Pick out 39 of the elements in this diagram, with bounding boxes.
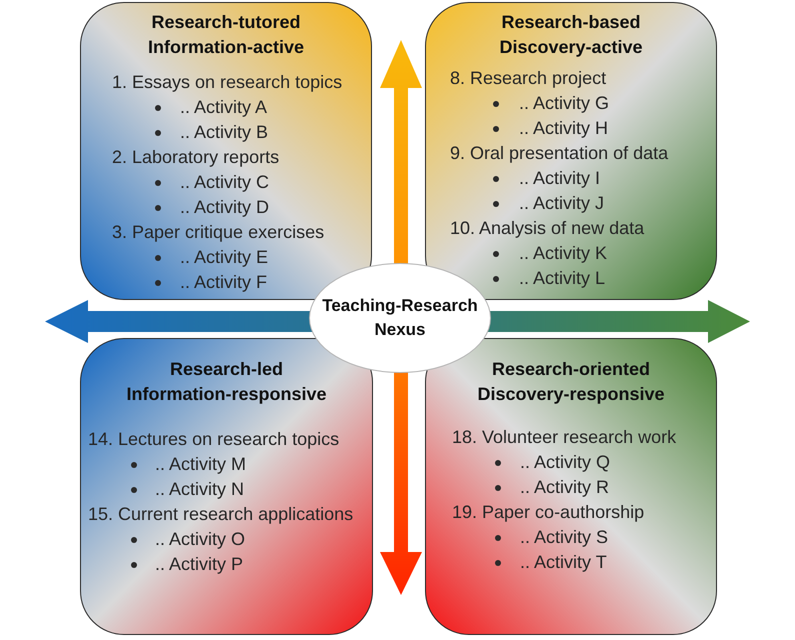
activity-item: .. Activity A (180, 96, 268, 119)
list-item: 8. Research project (450, 67, 606, 90)
activity-item: .. Activity H (519, 117, 608, 140)
activity-item: .. Activity E (180, 246, 268, 269)
quadrant-box (425, 338, 717, 635)
activity-item: .. Activity M (155, 453, 246, 476)
activity-item: .. Activity F (180, 271, 268, 294)
activity-item: .. Activity L (519, 267, 606, 290)
activity-item: .. Activity G (519, 92, 610, 115)
quadrant-heading: Research-led Information-responsive (126, 358, 327, 406)
list-item: 14. Lectures on research topics (88, 428, 340, 451)
activity-item: .. Activity S (520, 526, 608, 549)
activity-item: .. Activity T (520, 551, 607, 574)
list-item: 3. Paper critique exercises (112, 221, 324, 244)
list-item: 18. Volunteer research work (452, 426, 676, 449)
quadrant-heading: Research-based Discovery-active (499, 11, 643, 59)
activity-item: .. Activity K (519, 242, 608, 265)
quadrant-box (425, 2, 717, 300)
activity-item: .. Activity N (155, 478, 244, 501)
list-item: 10. Analysis of new data (450, 217, 644, 240)
activity-item: .. Activity O (155, 528, 246, 551)
activity-item: .. Activity J (519, 192, 604, 215)
quadrant-box (80, 338, 373, 635)
list-item: 15. Current research applications (88, 503, 354, 526)
activity-item: .. Activity D (180, 196, 270, 219)
list-item: 9. Oral presentation of data (450, 142, 668, 165)
activity-item: .. Activity I (519, 167, 600, 190)
activity-item: .. Activity C (180, 171, 270, 194)
activity-item: .. Activity B (180, 121, 268, 144)
activity-item: .. Activity R (520, 476, 610, 499)
center-label: Teaching-Research Nexus (322, 295, 478, 341)
quadrant-box (80, 2, 372, 300)
quadrant-heading: Research-tutored Information-active (148, 11, 304, 59)
quadrant-heading: Research-oriented Discovery-responsive (477, 358, 665, 406)
activity-item: .. Activity Q (520, 451, 610, 474)
list-item: 19. Paper co-authorship (452, 501, 644, 524)
list-item: 2. Laboratory reports (112, 146, 280, 169)
list-item: 1. Essays on research topics (112, 71, 342, 94)
activity-item: .. Activity P (155, 553, 244, 576)
